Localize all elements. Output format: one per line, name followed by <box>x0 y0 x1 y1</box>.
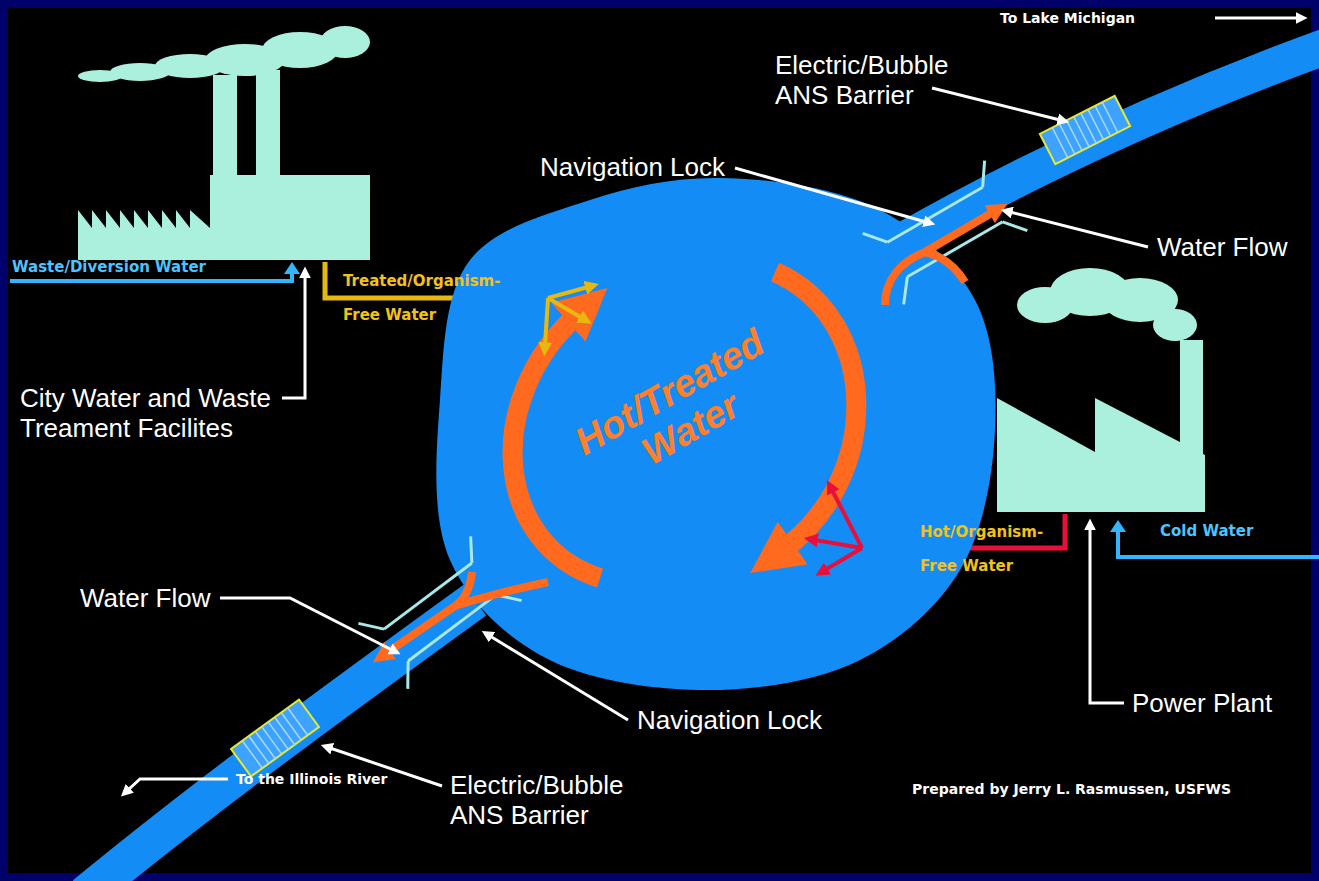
outfall-arrow <box>545 287 588 345</box>
pipe-label: Cold Water <box>1160 522 1253 540</box>
factory-symbol <box>78 26 370 260</box>
barrier-symbol <box>231 700 319 777</box>
part-label: Navigation Lock <box>540 152 725 182</box>
barrier-symbol <box>1040 96 1130 164</box>
part-label: Power Plant <box>1132 688 1272 718</box>
power-plant-symbol <box>997 268 1205 512</box>
part-label: Water Flow <box>80 583 211 613</box>
lake-shape <box>436 178 995 690</box>
lake-area: Hot/Treated Water <box>430 165 1010 705</box>
destination-label: To the Illinois River <box>236 770 388 788</box>
part-label: Navigation Lock <box>637 705 822 735</box>
outfall-arrow <box>815 490 862 570</box>
river <box>895 45 1319 245</box>
part-label: Electric/Bubble ANS Barrier <box>775 50 985 110</box>
arrowhead <box>1110 520 1126 532</box>
pipe-label: Treated/Organism-Free Water <box>343 264 523 332</box>
arrowhead <box>284 262 300 274</box>
lock-symbol <box>862 160 1029 305</box>
destination-label: To Lake Michigan <box>1000 9 1135 27</box>
river <box>85 600 475 881</box>
circulation-arrow <box>513 272 857 578</box>
part-label: Water Flow <box>1157 232 1288 262</box>
part-label: Electric/Bubble ANS Barrier <box>450 770 660 830</box>
leader-line <box>128 18 1298 790</box>
credit-note: Prepared by Jerry L. Rasmussen, USFWS <box>912 780 1231 798</box>
part-label: City Water and Waste Treament Facilites <box>20 383 280 443</box>
pipe-label: Waste/Diversion Water <box>12 258 206 276</box>
pipe-label: Hot/Organism-Free Water <box>920 515 1070 583</box>
lock-symbol <box>357 535 523 689</box>
